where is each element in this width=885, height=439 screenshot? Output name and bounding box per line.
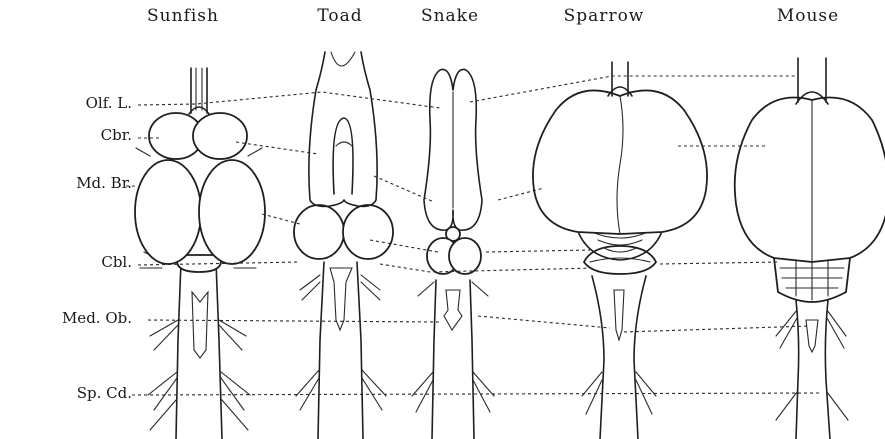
leader-cerebellum-3 — [486, 250, 590, 252]
toad-nerves-upper — [300, 275, 380, 300]
sparrow-medulla-groove — [614, 290, 624, 340]
leader-medulla-2 — [478, 316, 610, 328]
snake-cord-left — [432, 280, 436, 439]
toad-cerebrum — [309, 52, 377, 206]
sparrow-cord-left — [592, 276, 604, 439]
leader-cerebellum-5 — [660, 262, 780, 264]
toad-olfactory-notch — [331, 52, 355, 66]
sunfish-olfactory-lobe — [189, 107, 209, 114]
mouse-cord-right — [825, 300, 830, 439]
sunfish-medulla-groove — [192, 292, 208, 358]
snake-cord-right — [470, 280, 474, 439]
sunfish-midbrain-right — [199, 160, 265, 264]
toad-midbrain-left — [294, 205, 344, 259]
sunfish-nerves-upper — [150, 320, 246, 350]
snake-medulla-groove — [444, 290, 462, 330]
sunfish-cerebrum-right — [193, 113, 247, 159]
leader-olfactory-1 — [138, 92, 440, 108]
sunfish-midbrain-left — [135, 160, 201, 264]
toad-nerves-lower — [296, 370, 386, 410]
leader-medulla-1 — [148, 320, 440, 322]
toad-ventricle-fold — [336, 142, 352, 146]
sparrow-olfactory-tracts — [612, 62, 628, 96]
snake-midbrain-right — [449, 238, 481, 274]
toad-medulla-groove — [330, 268, 352, 330]
snake-brain — [412, 69, 494, 439]
leader-cerebellum-4 — [380, 264, 594, 272]
toad-cord-left — [318, 262, 324, 439]
mouse-cerebrum — [735, 98, 885, 263]
snake-nerves — [412, 282, 494, 412]
mouse-olfactory-tracts — [798, 58, 826, 102]
mouse-brain — [735, 58, 885, 439]
sunfish-brain — [135, 68, 265, 439]
toad-brain — [294, 52, 393, 439]
sunfish-nerves-bottom — [150, 400, 248, 430]
sunfish-cord-left — [176, 262, 181, 439]
toad-midbrain-right — [343, 205, 393, 259]
leader-spinal-cord — [132, 393, 820, 395]
mouse-medulla-groove — [806, 320, 818, 352]
sunfish-nerves-lower — [148, 372, 250, 410]
sunfish-cord-right — [216, 262, 222, 439]
toad-cord-right — [357, 262, 363, 439]
leader-midbrain-2 — [262, 214, 300, 224]
toad-cerebral-ventricle — [333, 118, 353, 194]
leader-cerebrum-2 — [236, 142, 318, 154]
mouse-cord-left — [796, 300, 799, 439]
sparrow-cord-right — [634, 276, 646, 439]
